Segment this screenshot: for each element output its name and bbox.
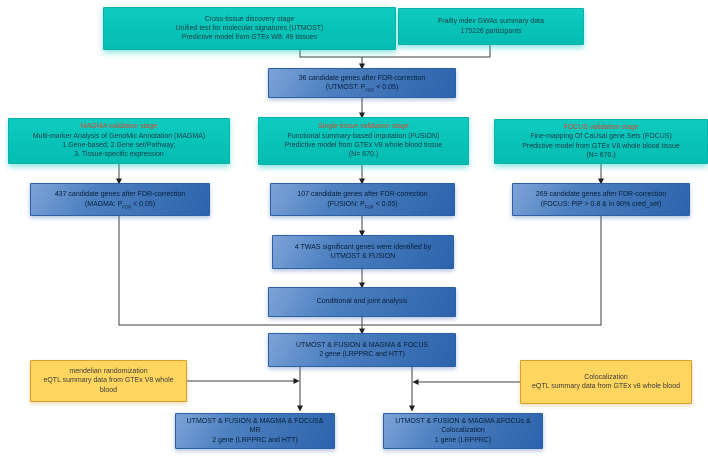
node-text-line: Unified test for molecular signatures (U… <box>175 24 324 32</box>
node-discovery-stage: Cross-tissue discovery stage Unified tes… <box>103 7 396 50</box>
node-text-line: UTMOST & FUSION <box>330 253 396 260</box>
node-text-line: (UTMOST: PFDR < 0.05) <box>325 84 399 93</box>
node-text-line: (N= 670.) <box>348 151 379 159</box>
node-text-line: (N= 670.) <box>586 151 616 159</box>
node-fusion-stage: Single-tissue validation stage Functiona… <box>258 117 469 165</box>
node-combined-genes: UTMOST & FUSION & MAGMA & FOCUS 2 gene (… <box>268 333 456 367</box>
node-text-line: Colocalization <box>584 373 628 381</box>
node-text-line: UTMOST & FUSION & MAGMA &FOCUs & <box>395 418 531 426</box>
node-mr-final-result: UTMOST & FUSION & MAGMA & FOCUS& MR 2 ge… <box>175 413 335 449</box>
node-text-line: 437 candidate genes after FDR-correction <box>54 191 186 199</box>
node-mendelian-randomization-note: mendelian randomization eQTL summary dat… <box>30 360 187 402</box>
stage-title: Single-tissue validation stage <box>318 123 409 131</box>
stage-title: FOCUS validation stage <box>563 123 639 131</box>
node-text-line: 175226 participants <box>460 27 522 35</box>
node-text-line: 269 candidate genes after FDR-correction <box>535 191 667 199</box>
node-text-line: 1 gene (LRPPRC) <box>434 436 492 444</box>
node-text-line: blood <box>99 386 118 394</box>
node-text-line: Fine-mapping Of CaUsal gene Sets (FOCUS) <box>530 133 672 141</box>
node-conditional-joint: Conditional and joint analysis <box>268 287 456 317</box>
node-utmost-fdr-result: 36 candidate genes after FDR-correction … <box>268 68 456 98</box>
node-text-line: Conditional and joint analysis <box>316 298 408 306</box>
node-text-line: (MAGMA: PFDR < 0.05) <box>84 200 156 209</box>
node-twas-genes: 4 TWAS significant genes were identified… <box>272 235 454 269</box>
node-text-line: eQTL summary data from GTEx v8 whole blo… <box>532 383 680 390</box>
node-text-line: MR <box>249 427 261 435</box>
node-text-line: 3. Tissue-specific expression <box>74 151 164 159</box>
node-text-line: (FOCUS: PIP > 0.8 & in 90% cred_set) <box>540 200 662 208</box>
node-text-line: Cross-tissue discovery stage <box>204 15 295 23</box>
node-magma-stage: MAGMA validation stage Multi-marker Anal… <box>8 118 230 164</box>
node-colocalization-note: Colocalization eQTL summary data from GT… <box>520 360 692 404</box>
node-text-line: 2 gene (LRPPRC and HTT) <box>212 436 298 444</box>
node-text-line: Colocalization <box>441 427 485 435</box>
node-coloc-final-result: UTMOST & FUSION & MAGMA &FOCUs & Colocal… <box>383 413 543 449</box>
node-text-line: 36 candidate genes after FDR-correction <box>298 74 426 82</box>
stage-title: MAGMA validation stage <box>80 123 158 131</box>
node-text-line: Predictive model from GTEx V8 whole bloo… <box>522 142 680 150</box>
node-text-line: 2 gene (LRPPRC and HTT) <box>319 351 405 358</box>
node-text-line: Frailty index GWAs summary data <box>438 18 544 26</box>
node-text-line: mendelian randomization <box>69 368 148 376</box>
node-frailty-gwas: Frailty index GWAs summary data 175226 p… <box>398 8 584 45</box>
node-text-line: Predictive model from GTEx W8: 49 tissue… <box>181 34 318 42</box>
node-text-line: UTMOST & FUSION & MAGMA & FOCUS <box>295 341 429 349</box>
node-text-line: Multi-marker Analysis of GenoMic Annotat… <box>32 132 206 140</box>
node-text-line: 107 candidate genes after FDR-correction <box>297 191 428 199</box>
node-text-line: Predictive model from GTEx V8 whole bloo… <box>284 142 443 149</box>
node-text-line: 4 TWAS significant genes were identified… <box>294 243 432 251</box>
node-fusion-result: 107 candidate genes after FDR-correction… <box>270 183 455 216</box>
node-text-line: eQTL summary data from GTEx V8 whole <box>43 377 174 385</box>
node-text-line: 1.Gene-based; 2.Gene set/Pathway; <box>62 142 176 149</box>
node-text-line: UTMOST & FUSION & MAGMA & FOCUS& <box>186 418 324 426</box>
node-focus-stage: FOCUS validation stage Fine-mapping Of C… <box>494 119 708 164</box>
node-focus-result: 269 candidate genes after FDR-correction… <box>512 183 690 216</box>
node-text-line: (FUSION: PFDR < 0.05) <box>327 200 398 209</box>
node-text-line: Functional summary-based imputation (FUS… <box>287 132 440 140</box>
node-magma-result: 437 candidate genes after FDR-correction… <box>30 183 210 216</box>
